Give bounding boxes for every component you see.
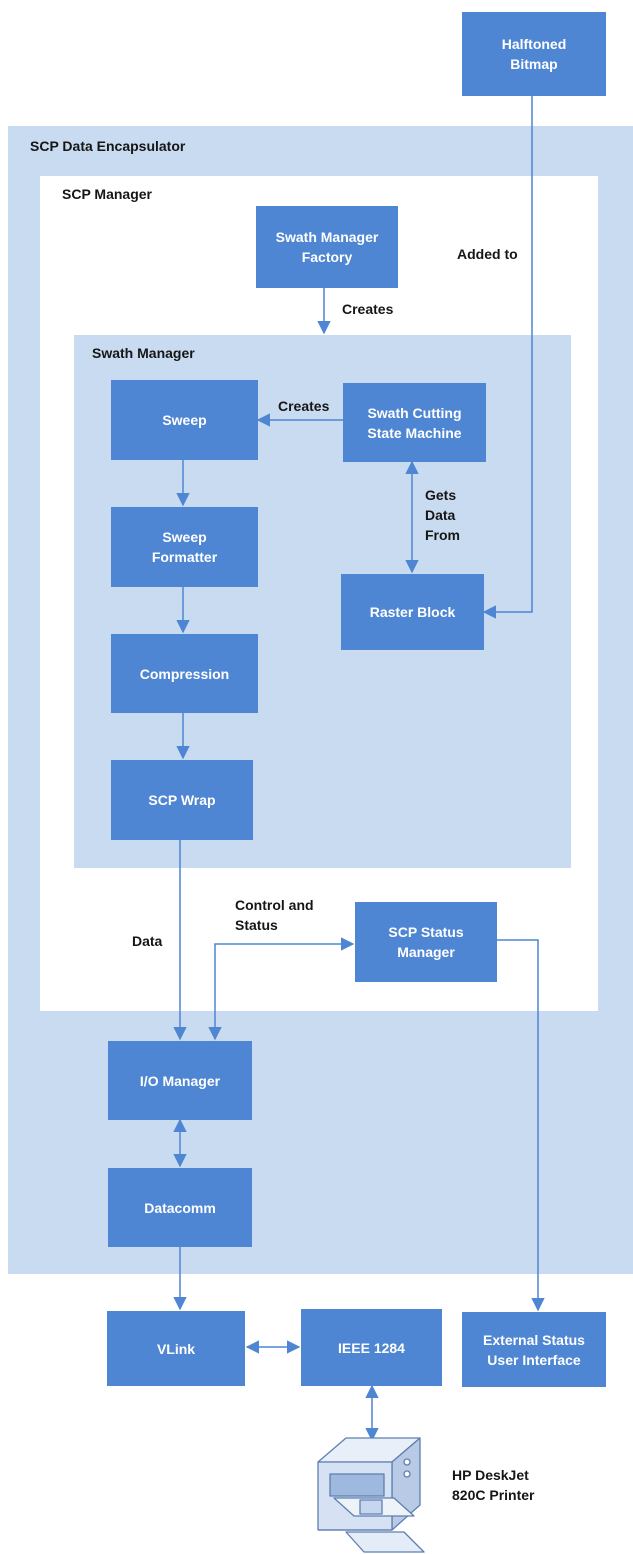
ieee-1284-node: IEEE 1284 (301, 1309, 442, 1386)
halftoned-bitmap-node: Halftoned Bitmap (462, 12, 606, 96)
datacomm-node: Datacomm (108, 1168, 252, 1247)
compression-node: Compression (111, 634, 258, 713)
data-label: Data (132, 933, 163, 949)
added-to-label: Added to (457, 246, 518, 262)
io-manager-node: I/O Manager (108, 1041, 252, 1120)
external-status-user-interface-node: External Status User Interface (462, 1312, 606, 1387)
scp-manager-title: SCP Manager (62, 186, 152, 202)
printer-icon (317, 1437, 425, 1553)
scp-data-encapsulator-title: SCP Data Encapsulator (30, 138, 186, 154)
sweep-formatter-node: Sweep Formatter (111, 507, 258, 587)
raster-block-node: Raster Block (341, 574, 484, 650)
printer-label: HP DeskJet 820C Printer (452, 1467, 535, 1503)
creates-factory-label: Creates (342, 301, 394, 317)
control-and-status-label: Control and Status (235, 897, 314, 933)
creates-sweep-label: Creates (278, 398, 330, 414)
edge-control-status (208, 937, 355, 1041)
swath-manager-title: Swath Manager (92, 345, 195, 361)
swath-manager-factory-node: Swath Manager Factory (256, 206, 398, 288)
vlink-node: VLink (107, 1311, 245, 1386)
gets-data-from-label: Gets Data From (425, 487, 460, 543)
edge-bitmap-to-raster-block (482, 96, 533, 619)
scp-wrap-node: SCP Wrap (111, 760, 253, 840)
sweep-node: Sweep (111, 380, 258, 460)
scp-status-manager-node: SCP Status Manager (355, 902, 497, 982)
edge-status-manager-to-external (497, 939, 545, 1312)
swath-cutting-state-machine-node: Swath Cutting State Machine (343, 383, 486, 462)
